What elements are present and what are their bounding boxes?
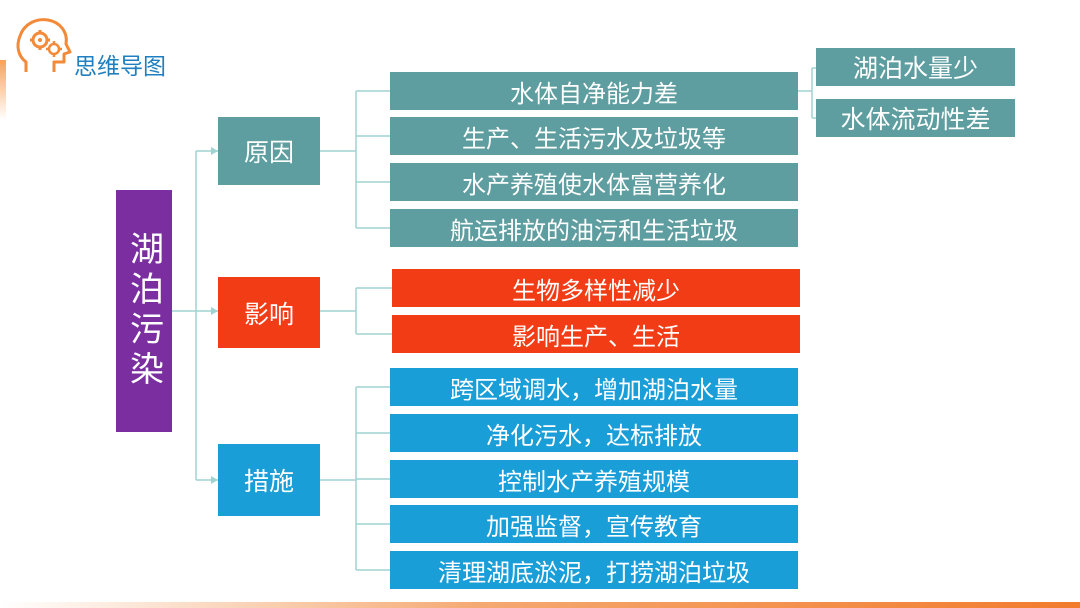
branch-impact: 影响 <box>218 277 320 348</box>
measure-item: 净化污水，达标排放 <box>390 414 798 452</box>
branch-cause: 原因 <box>218 117 320 185</box>
cause-item: 水体自净能力差 <box>390 72 798 110</box>
cause-item: 水产养殖使水体富营养化 <box>390 163 798 201</box>
cause-item: 航运排放的油污和生活垃圾 <box>390 209 798 247</box>
cause-item: 生产、生活污水及垃圾等 <box>390 117 798 155</box>
head-gear-icon <box>16 18 72 72</box>
cause-sub-item: 水体流动性差 <box>816 99 1015 137</box>
root-node: 湖泊污染 <box>116 190 172 432</box>
impact-item: 影响生产、生活 <box>392 315 800 353</box>
cause-sub-item: 湖泊水量少 <box>816 48 1015 86</box>
measure-item: 清理湖底淤泥，打捞湖泊垃圾 <box>390 551 798 589</box>
measure-item: 跨区域调水，增加湖泊水量 <box>390 368 798 406</box>
impact-item: 生物多样性减少 <box>392 269 800 307</box>
measure-item: 加强监督，宣传教育 <box>390 505 798 543</box>
measure-item: 控制水产养殖规模 <box>390 460 798 498</box>
bottom-accent-bar <box>0 602 1080 608</box>
header-title: 思维导图 <box>74 54 166 80</box>
left-accent-bar <box>0 60 6 120</box>
branch-measure: 措施 <box>218 444 320 516</box>
